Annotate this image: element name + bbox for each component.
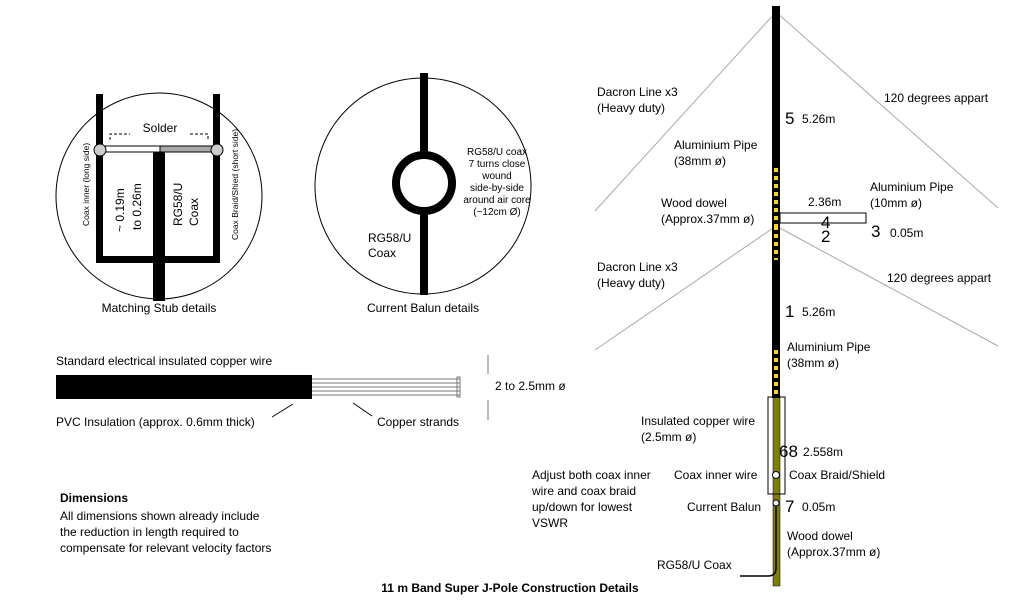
element-68-length: 2.558m: [803, 445, 843, 459]
wire-strands-label: Copper strands: [377, 415, 459, 429]
balun-coax-top: [420, 73, 428, 155]
current-balun-marker: [772, 499, 780, 507]
balun-note-line6: (~12cm Ø): [473, 207, 521, 218]
adjust-line2: wire and coax braid: [531, 484, 636, 498]
dowel-top-line1: Wood dowel: [661, 196, 727, 210]
dowel-top-line2: (Approx.37mm ø): [661, 212, 754, 226]
stub-coax-inner-segment: [103, 145, 161, 153]
antenna-panel: Dacron Line x3 (Heavy duty) 120 degrees …: [531, 6, 999, 587]
page-title: 11 m Band Super J-Pole Construction Deta…: [381, 581, 639, 595]
stub-caption: Matching Stub details: [102, 301, 217, 315]
coax-inner-wire-label: Coax inner wire: [674, 468, 758, 482]
insulated-wire-line1: Insulated copper wire: [641, 414, 755, 428]
stub-coax-braid-segment: [159, 145, 215, 153]
pipe-top-line1: Aluminium Pipe: [674, 138, 758, 152]
wire-diameter-label: 2 to 2.5mm ø: [495, 379, 566, 393]
pipe-mid-line1: Aluminium Pipe: [787, 340, 871, 354]
dowel-bottom-line2: (Approx.37mm ø): [787, 545, 880, 559]
balun-note-line3: wound: [481, 171, 511, 182]
matching-stub-panel: Solder Coax inner (long side) Coax Braid…: [55, 92, 263, 315]
balun-coil: [392, 151, 456, 215]
guy-line-mid-left: [594, 225, 777, 351]
rg58-coax-feed: [740, 506, 777, 577]
insulated-wire-line2: (2.5mm ø): [641, 430, 696, 444]
guy-line-mid-right: [775, 225, 999, 347]
stub-long-leg: [96, 94, 103, 262]
stub-coax-line2: Coax: [187, 198, 201, 226]
element-1-number: 1: [785, 302, 794, 321]
pipe-top-line2: (38mm ø): [674, 154, 726, 168]
wire-detail-panel: Standard electrical insulated copper wir…: [56, 354, 566, 429]
coax-feed-junction: [772, 471, 780, 479]
stub-feed-coax: [153, 151, 165, 301]
dimensions-line1: All dimensions shown already include: [60, 509, 260, 523]
current-balun-panel: RG58/U coax 7 turns close wound side-by-…: [314, 73, 532, 315]
wire-strands-leader: [352, 402, 373, 417]
pipe-10mm-line1: Aluminium Pipe: [870, 180, 954, 194]
element-4-number: 4: [821, 213, 830, 232]
balun-caption: Current Balun details: [367, 301, 479, 315]
balun-note-line5: around air core: [463, 195, 531, 206]
degrees-top-label: 120 degrees appart: [884, 91, 989, 105]
dacron-mid-line1: Dacron Line x3: [597, 260, 678, 274]
stub-coax-braid-label: Coax Braid/Shied (short side): [230, 129, 240, 240]
stub-solder-joint-right: [210, 143, 224, 157]
pipe-element-5: [772, 6, 780, 228]
balun-coax-line1: RG58/U: [368, 231, 411, 245]
stub-coax-inner-label: Coax inner (long side): [81, 143, 91, 226]
pipe-mid-line2: (38mm ø): [787, 356, 839, 370]
stub-solder-label: Solder: [143, 121, 178, 135]
balun-note-line2: 7 turns close: [469, 159, 526, 170]
wire-strand-end: [456, 376, 461, 398]
dacron-top-line2: (Heavy duty): [597, 101, 665, 115]
adjust-line4: VSWR: [532, 516, 568, 530]
guy-line-top-left: [594, 11, 777, 212]
stub-solder-bracket: [109, 133, 209, 140]
stub-coax-line1: RG58/U: [171, 183, 185, 226]
element-3-number: 3: [871, 222, 880, 241]
element-5-length: 5.26m: [802, 112, 835, 126]
degrees-mid-label: 120 degrees appart: [887, 271, 992, 285]
balun-note-line1: RG58/U coax: [467, 147, 527, 158]
dacron-top-line1: Dacron Line x3: [597, 85, 678, 99]
insulated-wire-loop: [767, 396, 786, 495]
balun-coax-bottom: [420, 211, 428, 295]
element-5-number: 5: [785, 109, 794, 128]
balun-note-line4: side-by-side: [470, 183, 524, 194]
dacron-mid-line2: (Heavy duty): [597, 276, 665, 290]
current-balun-label: Current Balun: [687, 500, 761, 514]
pipe-10mm-line2: (10mm ø): [870, 196, 922, 210]
element-7-number: 7: [785, 497, 794, 516]
stub-short-leg: [213, 94, 220, 262]
element-7-length: 0.05m: [802, 500, 835, 514]
element-2-number: 2: [821, 227, 830, 246]
element-4-length: 2.36m: [808, 195, 841, 209]
dimensions-line3: compensate for relevant velocity factors: [60, 541, 271, 555]
wire-insulation-label: PVC Insulation (approx. 0.6mm thick): [56, 415, 255, 429]
stub-length-line1: ~ 0.19m: [113, 188, 127, 232]
element-3-length: 0.05m: [890, 226, 923, 240]
dimensions-line2: the reduction in length required to: [60, 525, 239, 539]
dimensions-note: Dimensions All dimensions shown already …: [60, 491, 271, 555]
wire-title: Standard electrical insulated copper wir…: [56, 354, 272, 368]
dimensions-heading: Dimensions: [60, 491, 128, 505]
stub-solder-joint-left: [93, 143, 107, 157]
dowel-bottom-line1: Wood dowel: [787, 529, 853, 543]
pipe-element-4: [779, 212, 867, 224]
element-68-number: 68: [779, 442, 798, 461]
pipe-element-1: [772, 226, 780, 398]
balun-coax-line2: Coax: [368, 246, 396, 260]
wire-insulation-bar: [56, 375, 312, 399]
coax-braid-label: Coax Braid/Shield: [789, 468, 885, 482]
adjust-line1: Adjust both coax inner: [532, 468, 651, 482]
wire-insulation-leader: [271, 403, 294, 418]
stub-length-line2: to 0.26m: [130, 183, 144, 230]
guy-line-top-right: [775, 11, 999, 209]
rg58-coax-label: RG58/U Coax: [657, 558, 732, 572]
element-1-length: 5.26m: [802, 305, 835, 319]
adjust-line3: up/down for lowest: [532, 500, 633, 514]
